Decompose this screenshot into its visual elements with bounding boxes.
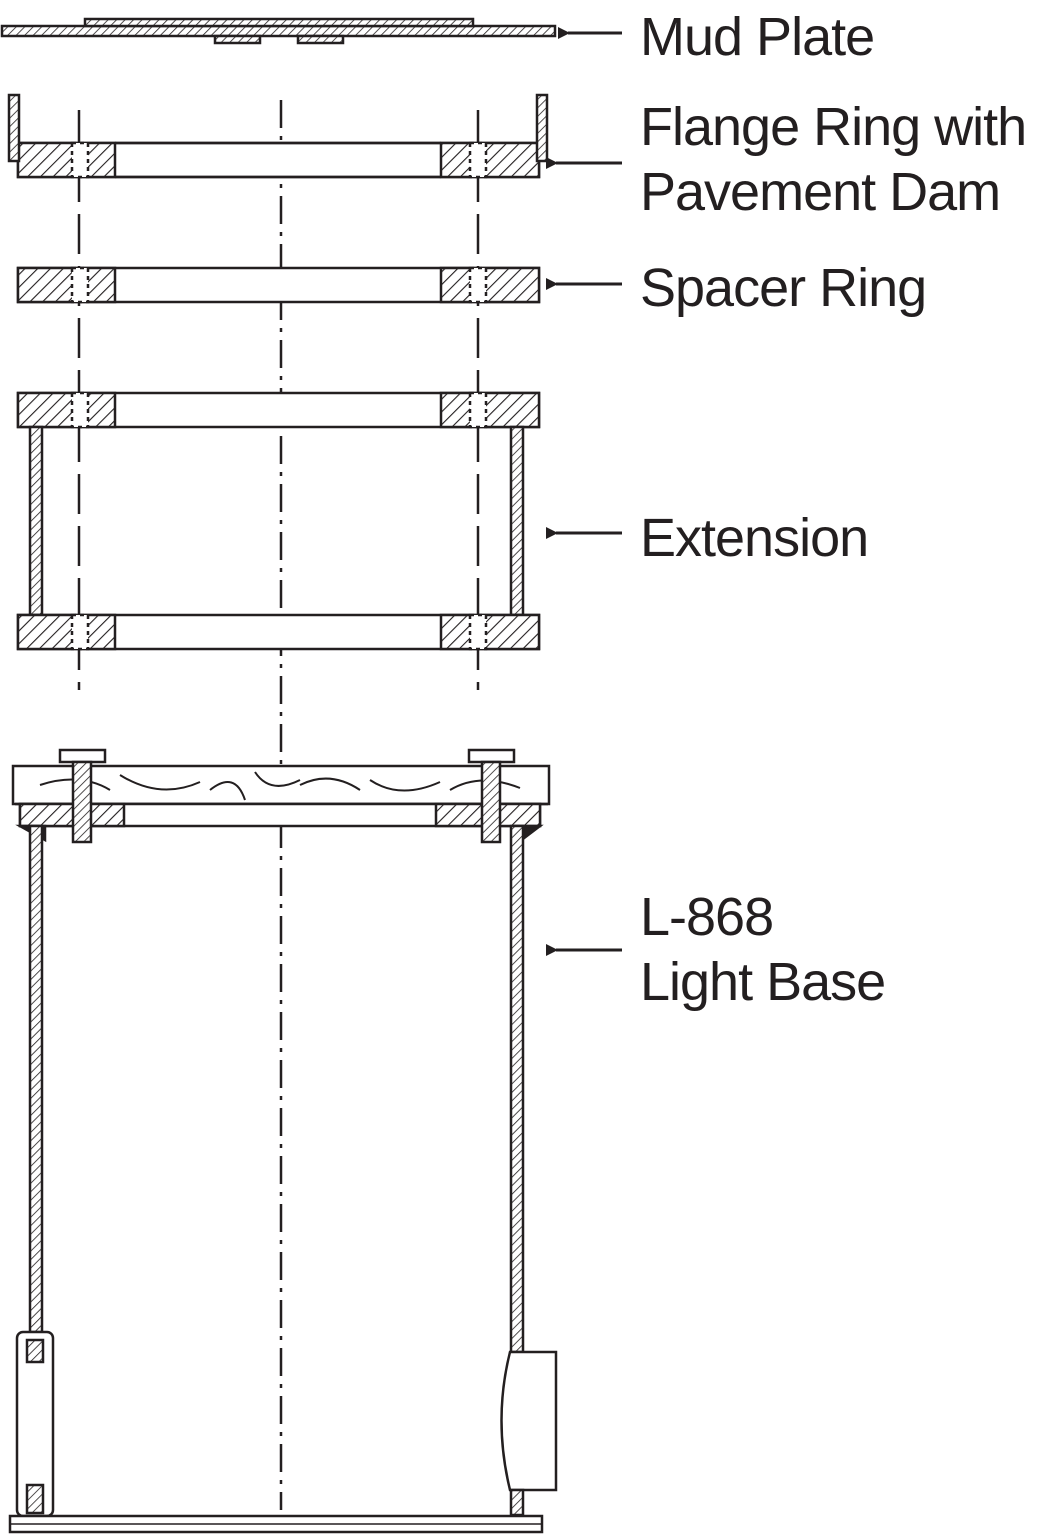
label-mud-plate: Mud Plate	[640, 7, 874, 67]
light-base	[8, 748, 558, 1534]
spacer-ring	[16, 266, 541, 304]
flange-ring	[7, 93, 549, 179]
label-flange-ring-line1: Flange Ring with	[640, 97, 1026, 157]
label-flange-ring-line2: Pavement Dam	[640, 162, 1000, 222]
extension	[16, 391, 541, 651]
label-extension: Extension	[640, 508, 868, 568]
label-light-base-line1: L-868	[640, 887, 773, 947]
label-light-base-line2: Light Base	[640, 952, 885, 1012]
label-spacer-ring: Spacer Ring	[640, 258, 926, 318]
mud-plate	[0, 17, 557, 45]
